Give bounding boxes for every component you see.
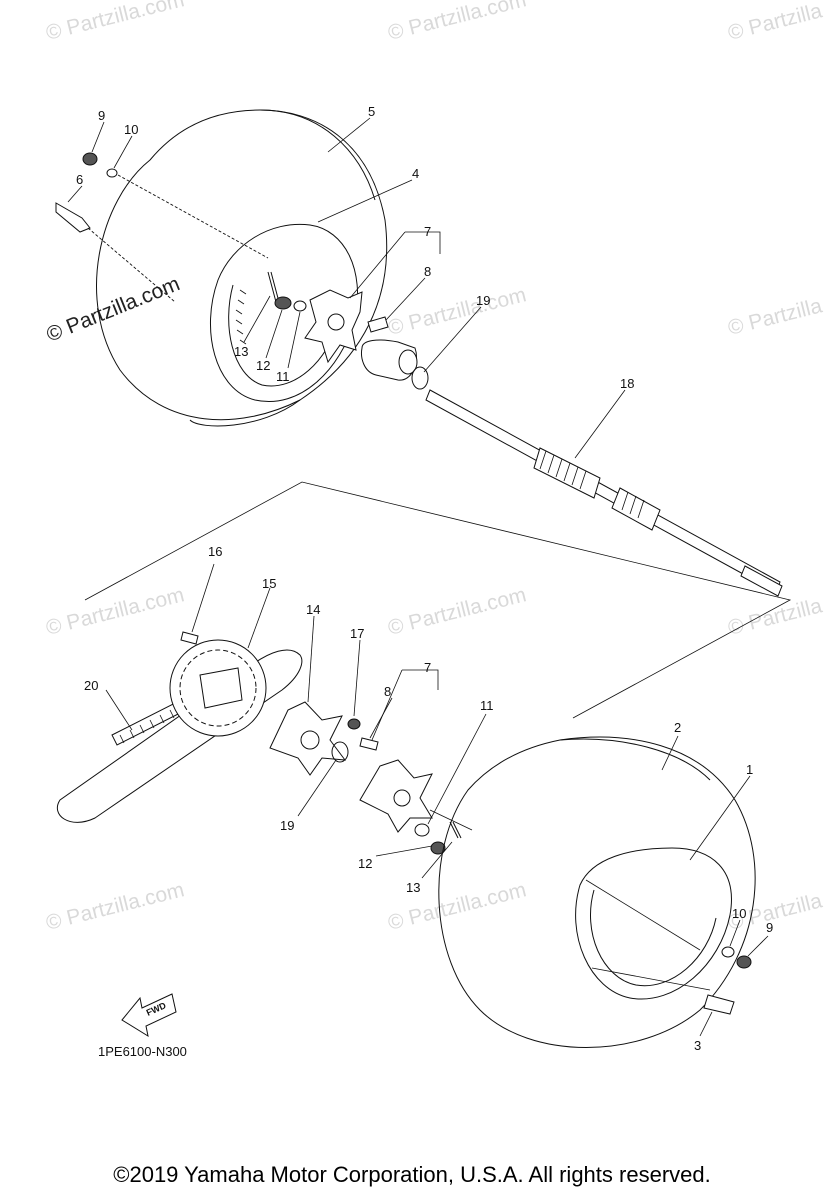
sprocket-frame (84, 481, 792, 719)
callout-18: 18 (620, 376, 634, 391)
upper-cotter-pin (267, 271, 280, 303)
callout-4: 4 (412, 166, 419, 181)
lower-nut (736, 955, 752, 969)
leader-lines (67, 117, 769, 1037)
callout-9: 9 (98, 108, 105, 123)
callout-5: 5 (368, 104, 375, 119)
callout-19: 19 (476, 293, 490, 308)
watermark: © Partzilla.com (726, 283, 824, 340)
upper-tire-outline (96, 109, 388, 421)
callout-12: 12 (256, 358, 270, 373)
callout-8-lower: 8 (384, 684, 391, 699)
watermark: © Partzilla.com (726, 0, 824, 45)
stud-line (117, 174, 269, 259)
callout-17: 17 (350, 626, 364, 641)
callout-9-lower: 9 (766, 920, 773, 935)
sprocket-hub-center (300, 730, 320, 750)
callout-12-lower: 12 (358, 856, 372, 871)
upper-hub-center (327, 313, 345, 331)
upper-wheel-rim-inner (228, 284, 339, 387)
callout-20: 20 (84, 678, 98, 693)
watermark: © Partzilla.com (44, 0, 187, 45)
callout-19-lower: 19 (280, 818, 294, 833)
watermark: © Partzilla.com (386, 583, 529, 640)
watermark: © Partzilla.com (386, 283, 529, 340)
callout-labels: 9 10 6 5 4 7 8 19 18 13 12 11 16 15 14 1… (76, 104, 773, 1053)
lower-washer (414, 823, 430, 837)
callout-16: 16 (208, 544, 222, 559)
callout-15: 15 (262, 576, 276, 591)
fwd-arrow-shape (121, 993, 177, 1038)
upper-rim-hatch (235, 289, 247, 345)
axle-ref-line (429, 809, 473, 831)
lower-castle-nut (430, 841, 446, 855)
sprocket-bolt (180, 631, 199, 645)
sprocket-center (199, 667, 243, 709)
lower-cotter-pin (449, 821, 462, 839)
lower-tire-tread (559, 738, 711, 781)
upper-o-ring (411, 366, 429, 390)
watermark: © Partzilla.com (386, 0, 529, 45)
sprocket-nut (347, 718, 361, 730)
lower-washer-small (721, 946, 735, 958)
chain-hatch (119, 709, 175, 744)
callout-11: 11 (276, 369, 290, 384)
drive-assembly (57, 631, 473, 855)
upper-washer-small (106, 168, 118, 178)
upper-bolt (367, 316, 389, 333)
copyright-notice: ©2019 Yamaha Motor Corporation, U.S.A. A… (113, 1162, 711, 1187)
callout-1: 1 (746, 762, 753, 777)
callout-11-lower: 11 (480, 698, 494, 713)
lower-wheel-assembly (438, 736, 756, 1048)
diagram-code: 1PE6100-N300 (98, 1044, 187, 1059)
axle-end (740, 565, 783, 597)
lower-wheel-rim-inner (590, 889, 717, 987)
callout-13-lower: 13 (406, 880, 420, 895)
upper-tire-side (189, 399, 301, 427)
lower-bolt (359, 737, 379, 751)
upper-tire-tread (259, 109, 376, 201)
watermark-strong: © Partzilla.com (43, 272, 183, 346)
callout-7: 7 (424, 224, 431, 239)
rear-axle (425, 389, 783, 597)
callout-10: 10 (124, 122, 138, 137)
upper-nut (82, 152, 98, 166)
lower-wheel-rim-outer (575, 847, 732, 1000)
callout-3: 3 (694, 1038, 701, 1053)
stud-line (87, 227, 176, 303)
drive-chain-loop (57, 649, 303, 823)
callout-8: 8 (424, 264, 431, 279)
axle-spline-b (611, 487, 661, 531)
callout-10-lower: 10 (732, 906, 746, 921)
lower-hub-center (393, 789, 411, 807)
upper-washer (293, 300, 307, 312)
watermark: © Partzilla.com (44, 878, 187, 935)
callout-6: 6 (76, 172, 83, 187)
lower-stud-line (585, 879, 701, 951)
lower-stud-line (591, 967, 711, 991)
watermark-layer: © Partzilla.com © Partzilla.com © Partzi… (43, 0, 824, 935)
upper-castle-nut (274, 296, 292, 310)
upper-bearing-bore (398, 349, 418, 375)
watermark: © Partzilla.com (44, 583, 187, 640)
callout-7-lower: 7 (424, 660, 431, 675)
axle-spline-hatch (539, 450, 645, 519)
callout-13: 13 (234, 344, 248, 359)
upper-valve-stem (55, 202, 91, 233)
sprocket-teeth (179, 649, 257, 727)
fwd-arrow: FWD (121, 993, 177, 1038)
callout-14: 14 (306, 602, 320, 617)
callout-2: 2 (674, 720, 681, 735)
lower-o-ring (331, 741, 349, 763)
lower-valve-stem (703, 994, 735, 1015)
upper-wheel-assembly (55, 109, 429, 427)
